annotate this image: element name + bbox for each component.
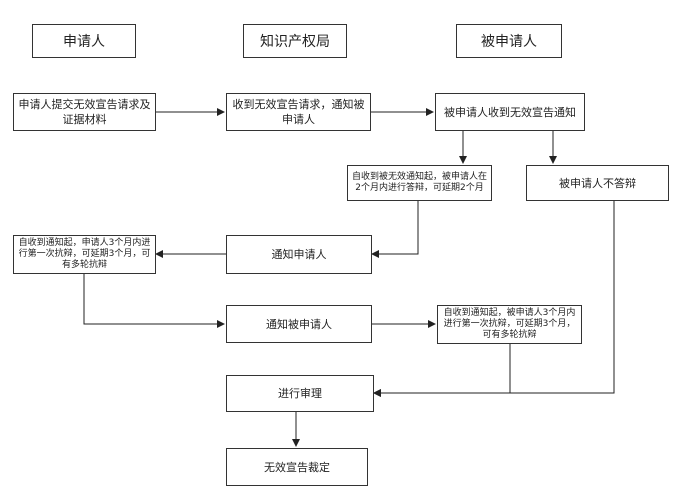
step-receive-and-notify: 收到无效宣告请求，通知被申请人 xyxy=(226,93,371,131)
step-notify-respondent: 通知被申请人 xyxy=(226,305,372,343)
step-submit-request: 申请人提交无效宣告请求及证据材料 xyxy=(13,93,156,131)
header-ip-office: 知识产权局 xyxy=(243,24,347,58)
note-applicant-reply: 自收到通知起，申请人3个月内进行第一次抗辩，可延期3个月，可有多轮抗辩 xyxy=(13,235,156,274)
arrow-applicant-note-to-notify-respondent xyxy=(83,274,225,328)
arrow-reply-note-to-notify-applicant xyxy=(371,201,419,258)
step-notify-applicant: 通知申请人 xyxy=(226,235,372,274)
note-respondent-reply: 自收到被无效通知起，被申请人在2个月内进行答辩，可延期2个月 xyxy=(347,165,492,201)
arrow-no-reply-to-review xyxy=(373,201,615,397)
arrow-counter-note-to-review xyxy=(373,344,511,397)
header-applicant: 申请人 xyxy=(32,24,136,58)
step-respondent-no-reply: 被申请人不答辩 xyxy=(526,165,669,201)
header-respondent: 被申请人 xyxy=(456,24,562,58)
step-invalidation-decision: 无效宣告裁定 xyxy=(226,448,368,486)
step-respondent-notified: 被申请人收到无效宣告通知 xyxy=(435,93,585,131)
step-conduct-review: 进行审理 xyxy=(226,375,374,412)
note-respondent-counter: 自收到通知起，被申请人3个月内进行第一次抗辩，可延期3个月，可有多轮抗辩 xyxy=(437,305,582,344)
